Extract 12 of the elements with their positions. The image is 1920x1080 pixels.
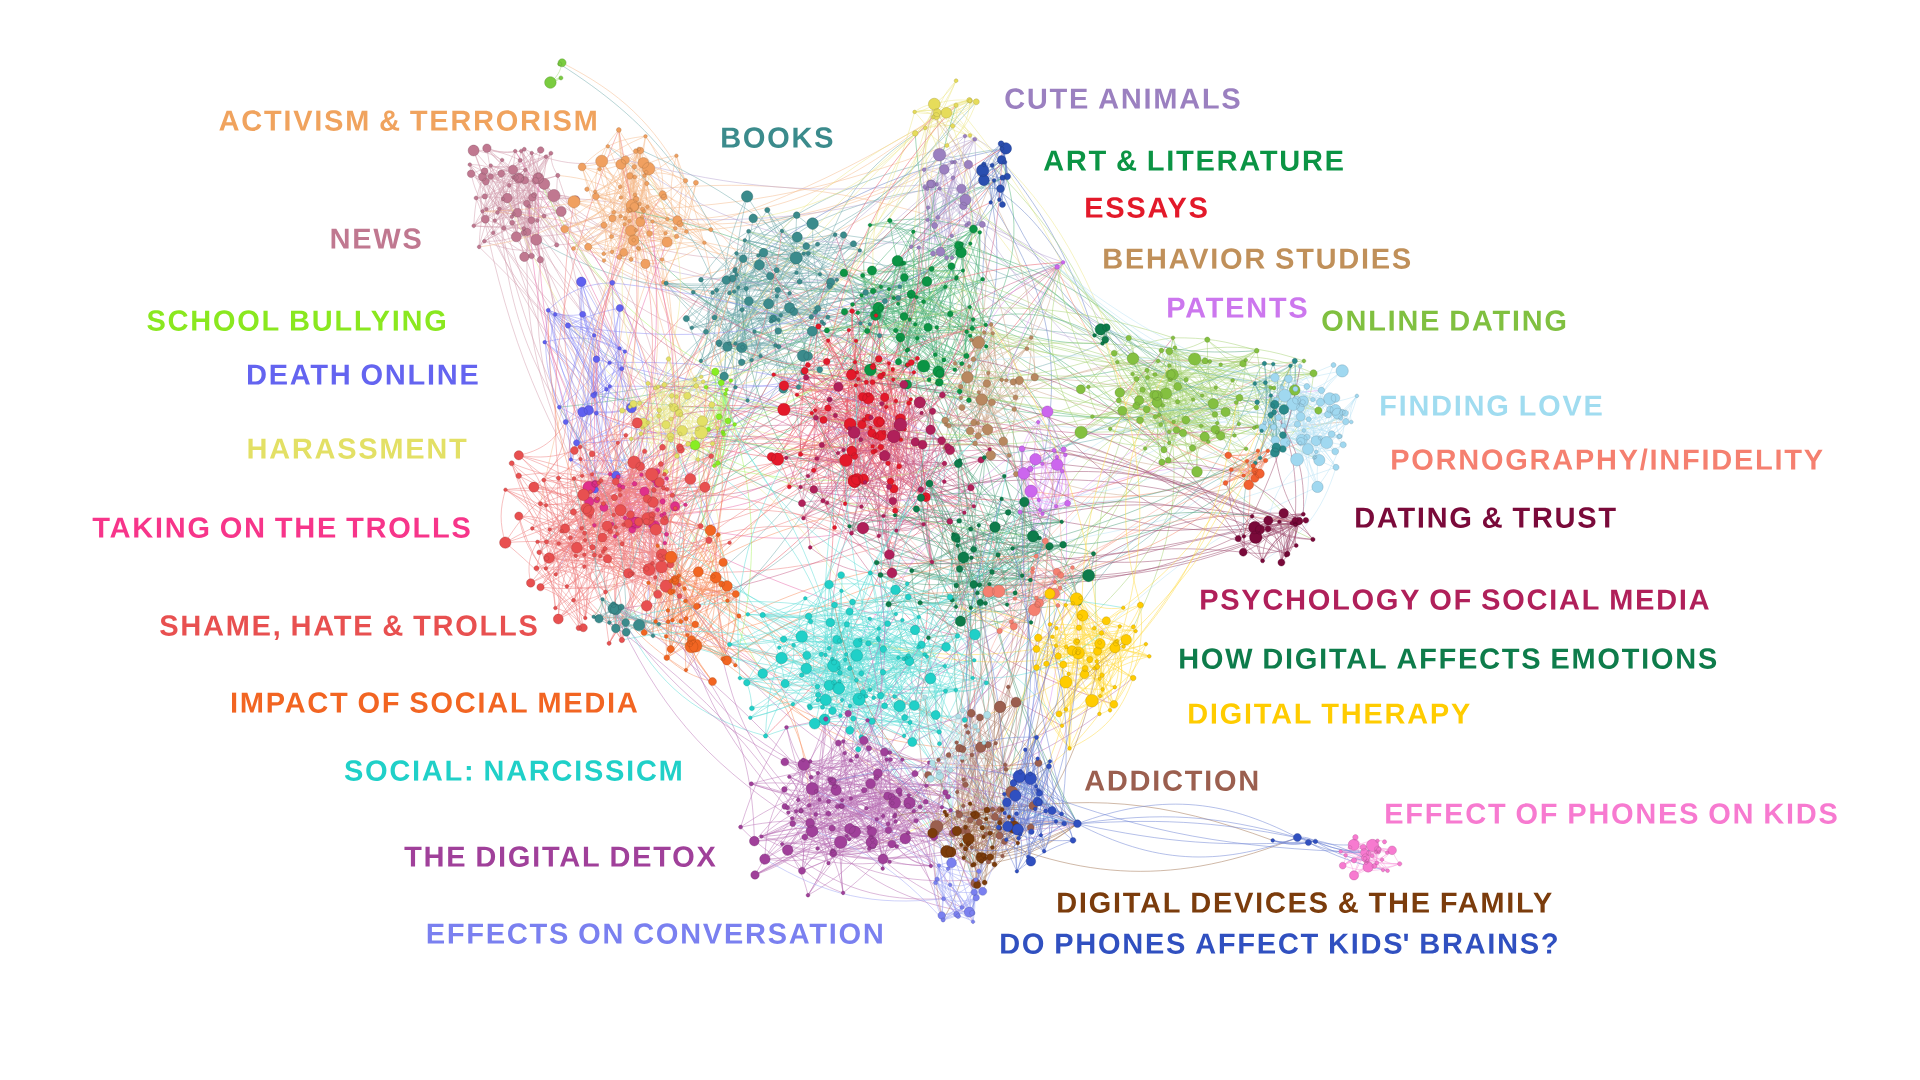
cluster-label: DATING & TRUST (1356, 507, 1616, 528)
cluster-label: PORNOGRAPHY/INFIDELITY (1392, 448, 1823, 471)
cluster-label: HARASSMENT (248, 438, 467, 459)
cluster-label: EFFECT OF PHONES ON KIDS (1386, 803, 1837, 824)
cluster-label: SHAME, HATE & TROLLS (160, 615, 537, 641)
cluster-label: NEWS (331, 228, 421, 249)
cluster-label: TAKING ON THE TROLLS (92, 517, 470, 538)
cluster-label: EFFECTS ON CONVERSATION (427, 923, 882, 944)
cluster-label: DEATH ONLINE (248, 364, 478, 385)
cluster-label: FINDING LOVE (1381, 395, 1602, 416)
cluster-label: DO PHONES AFFECT KIDS' BRAINS? (1001, 933, 1557, 954)
cluster-label: SCHOOL BULLYING (147, 310, 445, 331)
